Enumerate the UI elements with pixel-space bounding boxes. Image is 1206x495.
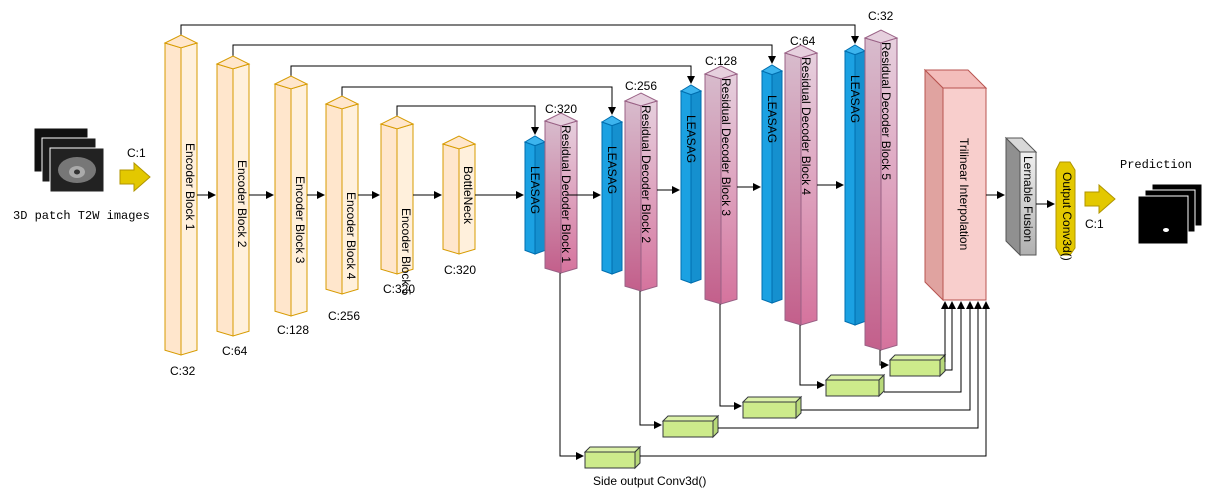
leasag-block-3-label: LEASAG [684,115,698,163]
side-output-conv-2 [661,414,720,439]
input-channels-label: C:1 [127,146,146,160]
encoder-block-5-channels: C:320 [383,282,415,296]
encoder-block-4-channels: C:256 [328,309,360,323]
bottleneck-prism [441,135,477,255]
decoder-block-2-label: Residual Decoder Block 2 [639,105,653,243]
side-output-label: Side output Conv3d() [593,474,706,488]
decoder-block-1-label: Residual Decoder Block 1 [559,125,573,263]
skip-connection-5 [396,105,539,135]
encoder-block-1-channels: C:32 [170,364,196,378]
skip-connection-2 [232,44,776,64]
output-conv-label: Output Conv3d() [1060,172,1074,261]
leasag-block-2 [600,115,624,275]
side-output-conv-4 [824,373,886,398]
decoder-block-1-channels: C:320 [545,102,577,116]
flow-dec5-side5 [879,350,889,369]
leasag-block-2-label: LEASAG [605,146,619,194]
skip-connection-1 [180,24,859,44]
decoder-block-4 [783,44,819,326]
decoder-block-3-channels: C:128 [705,54,737,68]
decoder-block-4-channels: C:64 [790,34,816,48]
flow-dec4-side4 [799,325,825,389]
flow-dec2-side2 [639,291,662,429]
side-output-conv-5 [888,353,947,378]
encoder-block-5-label: Encoder Block 5 [399,208,413,296]
encoder-block-4-label: Encoder Block 4 [344,192,358,280]
decoder-block-2-channels: C:256 [625,79,657,93]
side-output-conv-3 [741,395,803,420]
bottleneck-label: BottleNeck [461,166,475,225]
decoder-block-3-label: Residual Decoder Block 3 [719,78,733,216]
output-channels-label: C:1 [1085,217,1104,231]
decoder-block-1 [543,112,579,274]
encoder-block-1 [163,34,199,356]
leasag-block-1-label: LEASAG [528,166,542,214]
leasag-block-5 [843,44,867,326]
side-outputs [583,353,947,470]
flow-dec3-side3 [719,304,742,410]
skip-connection-3 [290,65,695,84]
bottleneck-channels: C:320 [444,263,476,277]
flow-side5-interp [945,301,956,371]
encoder-block-1-label: Encoder Block 1 [183,143,197,231]
decoder-block-2 [623,92,659,292]
skip-connections [180,24,859,135]
learnable-fusion-label: Lernable Fusion [1021,156,1035,242]
input-arrow [119,161,151,193]
leasag-block-3 [679,84,703,284]
skip-connection-4 [341,86,616,115]
flow-side3-interp [801,301,974,411]
flow-side2-interp [718,301,982,429]
decoder-block-5 [863,29,899,351]
leasag-block-4-label: LEASAG [765,95,779,143]
leasag-block-1 [523,135,547,255]
output-arrow [1084,183,1116,215]
encoder-block-2-label: Encoder Block 2 [235,160,249,248]
trilinear-interpolation-block: Trilinear Interpolation [923,68,988,302]
side-output-conv-1 [583,445,642,470]
output-conv-block: Output Conv3d() [1055,161,1076,261]
encoder-block-2-channels: C:64 [222,344,248,358]
decoder-block-4-label: Residual Decoder Block 4 [799,57,813,195]
flow-arrows [197,181,1055,460]
input-image-stack [33,127,105,193]
decoder-block-5-label: Residual Decoder Block 5 [879,42,893,180]
prediction-label: Prediction [1120,158,1192,172]
trilinear-interpolation-label: Trilinear Interpolation [957,138,971,250]
decoder-block-3 [703,65,739,305]
encoder-block-5 [379,115,415,275]
encoder-block-2 [215,55,251,337]
encoder-path: Encoder Block 1 C:32 Encoder Block 2 C:64 En… [163,34,415,378]
encoder-block-4 [324,95,360,295]
input-label: 3D patch T2W images [13,209,150,223]
encoder-block-3 [273,75,309,317]
encoder-block-3-channels: C:128 [277,323,309,337]
encoder-block-3-label: Encoder Block 3 [293,176,307,264]
decoder-block-5-channels: C:32 [868,9,894,23]
flow-side1-interp [640,301,990,457]
prediction-image-stack [1137,183,1203,245]
learnable-fusion-block: Lernable Fusion [1004,136,1038,257]
flow-dec1-side1 [559,273,584,460]
leasag-block-5-label: LEASAG [848,75,862,123]
leasag-block-4 [760,64,784,304]
flow-side4-interp [884,301,965,393]
